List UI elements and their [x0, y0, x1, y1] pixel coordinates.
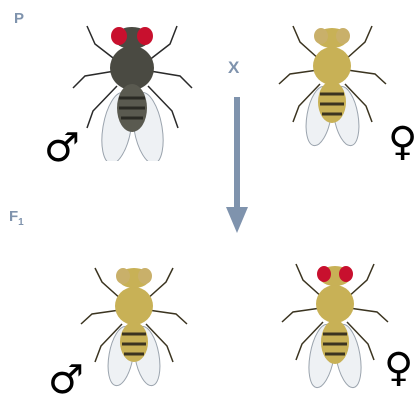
f1-letter: F	[9, 208, 18, 225]
cross-symbol: X	[228, 58, 239, 78]
parental-generation-label: P	[14, 10, 24, 27]
f1-generation-label: F1	[9, 208, 24, 228]
parent-female-fly	[275, 20, 390, 150]
f1-subscript: 1	[18, 217, 24, 228]
down-arrow-icon	[222, 95, 252, 235]
female-symbol-parent: ♀	[388, 122, 414, 162]
parent-male-fly	[65, 16, 200, 161]
offspring-female-fly	[280, 258, 390, 393]
offspring-male-fly	[78, 262, 190, 390]
